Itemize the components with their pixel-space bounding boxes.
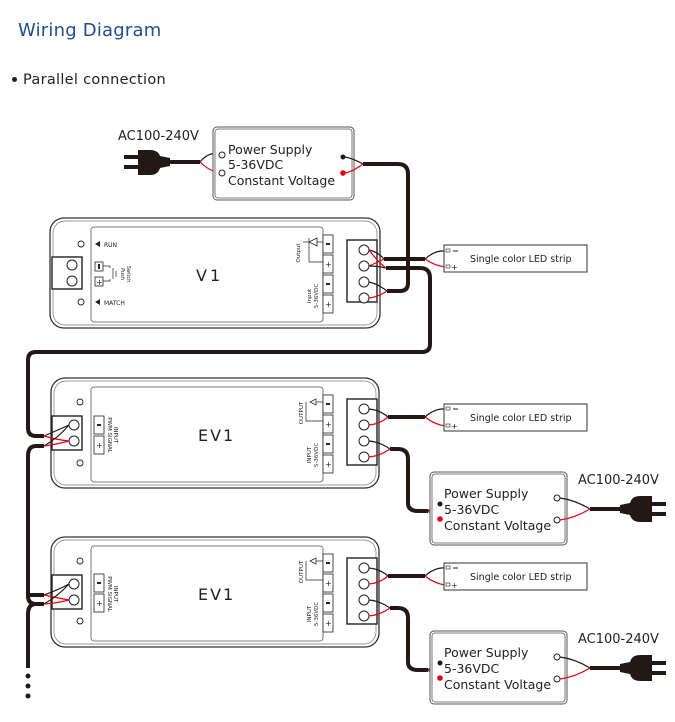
v1-model-name: V1 [196,266,223,285]
power-supply-ev1-2: Power Supply 5-36VDC Constant Voltage AC… [429,630,666,705]
push-switch-icon: + [94,261,117,287]
output-label: OUTPUT [299,560,305,583]
ac-voltage-label: AC100-240V [578,473,659,488]
ps-line2: 5-36VDC [444,661,500,676]
svg-text:+: + [96,441,103,450]
svg-text:+: + [325,579,332,588]
svg-text:+: + [325,460,332,469]
match-label: MATCH [104,300,125,307]
pwm-input-label: INPUT [112,586,118,603]
led-strip-label: Single color LED strip [470,413,572,424]
ps-line2: 5-36VDC [228,157,284,172]
output-label: OUTPUT [299,401,305,424]
led-strip-ev1-1: + Single color LED strip [443,403,588,432]
ev1-model-name: EV1 [198,585,235,604]
svg-text:+: + [451,263,458,272]
svg-text:+: + [451,581,458,590]
ps-line1: Power Supply [228,142,313,157]
ps-line1: Power Supply [444,486,529,501]
ps-line3: Constant Voltage [228,173,335,188]
ev1-unit-1: + INPUT PWM SIGNAL EV1 OUTPUT INPUT 5-36… [50,377,380,489]
power-voltage-label: 5-36VDC [314,443,320,467]
ac-plug-icon [124,150,170,175]
match-led-icon [77,298,85,306]
page-title: Wiring Diagram [18,20,162,41]
pwm-signal-label: PWM SIGNAL [106,417,112,454]
ps-line3: Constant Voltage [444,518,551,533]
continuation-dots-icon [25,673,31,699]
power-input-label: INPUT [307,605,313,622]
input-voltage-label: 5-36VDC [314,284,320,308]
led-strip-ev1-2: + Single color LED strip [443,562,588,591]
polarity-blocks: + + [322,234,334,314]
ps-line2: 5-36VDC [444,502,500,517]
v1-controller: RUN MATCH + Push Switch V1 Output Input … [49,217,381,329]
push-label: Push [119,268,125,280]
bullet-icon [12,76,17,82]
ps-line3: Constant Voltage [444,677,551,692]
ac-voltage-label: AC100-240V [578,632,659,647]
led-diode-icon [303,237,323,263]
power-supply-ev1-1: Power Supply 5-36VDC Constant Voltage AC… [429,471,666,546]
section-subtitle: Parallel connection [12,72,166,88]
switch-label: Switch [125,266,131,283]
ps-line1: Power Supply [444,645,529,660]
subtitle-text: Parallel connection [23,72,167,88]
run-led-icon [77,240,85,248]
power-supply-top: AC100-240V Power Supply 5-36VDC Constant… [118,126,364,201]
run-label: RUN [104,242,117,249]
led-strip-v1: + Single color LED strip [443,244,588,273]
led-strip-label: Single color LED strip [470,572,572,583]
svg-text:+: + [96,599,103,608]
output-label: Output [296,243,302,263]
ev1-model-name: EV1 [198,426,235,445]
ac-voltage-label: AC100-240V [118,129,199,144]
svg-text:+: + [325,260,332,269]
input-label: Input [307,288,313,303]
led-strip-label: Single color LED strip [470,254,572,265]
ac-plug-icon [620,655,666,681]
power-voltage-label: 5-36VDC [314,602,320,626]
power-input-label: INPUT [307,446,313,463]
pwm-signal-label: PWM SIGNAL [106,576,112,613]
svg-text:+: + [96,278,103,287]
pwm-input-label: INPUT [112,427,118,444]
svg-text:+: + [325,420,332,429]
svg-text:+: + [451,422,458,431]
ac-plug-icon [620,496,666,522]
svg-text:+: + [325,619,332,628]
svg-text:+: + [325,300,332,309]
ev1-unit-2: + INPUT PWM SIGNAL EV1 OUTPUT INPUT 5-36… [50,536,380,648]
